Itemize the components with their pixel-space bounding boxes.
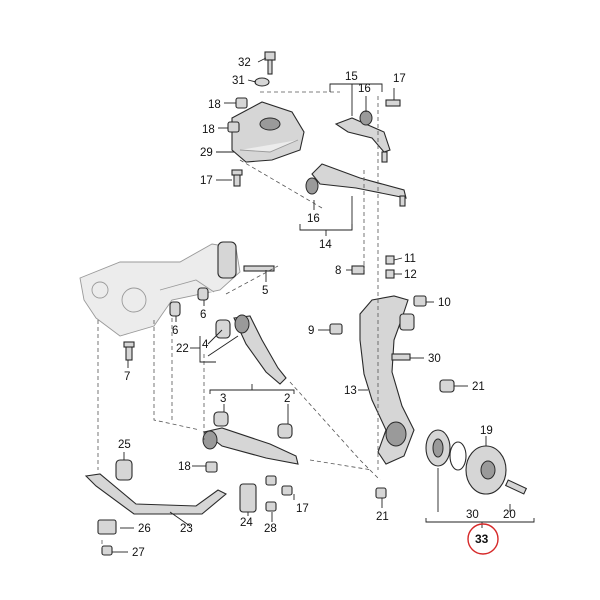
callout-33: 33 [475, 532, 489, 546]
callout-31: 31 [232, 75, 245, 87]
balljoint [399, 313, 415, 331]
callout-15: 15 [345, 71, 358, 83]
strut-mount-29 [231, 101, 305, 163]
nut-9 [329, 323, 343, 335]
callout-18: 18 [202, 124, 215, 136]
lower-arm-22 [233, 314, 287, 385]
wheel-bearing-housing-13 [359, 295, 415, 465]
hub-bolt-20 [504, 479, 528, 495]
callout-16: 16 [358, 83, 371, 95]
callout-5: 5 [262, 285, 268, 297]
callout-30: 30 [466, 509, 479, 521]
leader-lines [112, 57, 535, 553]
callout-16: 16 [307, 213, 320, 225]
callout-25: 25 [118, 439, 131, 451]
callout-17: 17 [200, 175, 213, 187]
callout-32: 32 [238, 57, 251, 69]
callout-21: 21 [376, 511, 389, 523]
callout-28: 28 [264, 523, 277, 535]
lower-arm-3 [202, 411, 299, 465]
highlight-circle [467, 523, 499, 555]
callout-21: 21 [472, 381, 485, 393]
nut-18-c [205, 461, 218, 473]
callout-18: 18 [208, 99, 221, 111]
callout-7: 7 [124, 371, 130, 383]
callout-17: 17 [393, 73, 406, 85]
callout-30: 30 [428, 353, 441, 365]
snap-ring [449, 441, 467, 471]
bushing-6 [169, 287, 209, 317]
callout-29: 29 [200, 147, 213, 159]
callout-3: 3 [220, 393, 226, 405]
callout-labels: 32 31 18 18 29 17 15 16 17 16 14 8 11 12… [118, 57, 516, 559]
bolt-17-b [385, 99, 401, 107]
nut-10 [413, 295, 427, 307]
callout-23: 23 [180, 523, 193, 535]
callout-13: 13 [344, 385, 357, 397]
dashed-reference-lines [97, 91, 381, 548]
callout-10: 10 [438, 297, 451, 309]
callout-26: 26 [138, 523, 151, 535]
nut-21-b [375, 487, 387, 499]
nut-18-a [235, 97, 248, 109]
wheel-bearing-30 [425, 429, 451, 467]
callout-14: 14 [319, 239, 332, 251]
nut-18-b [227, 121, 240, 133]
subframe [79, 241, 241, 337]
upper-arm-14 [305, 163, 407, 207]
callout-22: 22 [176, 343, 189, 355]
callout-20: 20 [503, 509, 516, 521]
callout-4: 4 [202, 339, 209, 351]
washer-31 [254, 77, 270, 87]
callout-9: 9 [308, 325, 314, 337]
callout-2: 2 [284, 393, 290, 405]
callout-8: 8 [335, 265, 341, 277]
callout-12: 12 [404, 269, 417, 281]
callout-27: 27 [132, 547, 145, 559]
callout-19: 19 [480, 425, 493, 437]
stabilizer-bar-23 [84, 459, 227, 556]
bolt-17-a [231, 169, 243, 187]
callout-11: 11 [404, 253, 416, 265]
bolt-7 [123, 341, 135, 361]
bolt-11-12-8 [351, 255, 395, 279]
bolts-28 [265, 475, 293, 512]
bushing-4 [215, 319, 231, 339]
callout-6: 6 [200, 309, 206, 321]
callout-6: 6 [172, 325, 178, 337]
bolt-32 [264, 51, 276, 75]
callout-17: 17 [296, 503, 309, 515]
nut-21-a [439, 379, 455, 393]
callout-18: 18 [178, 461, 191, 473]
bolt-5 [243, 265, 275, 272]
callout-24: 24 [240, 517, 253, 529]
bolt-30-a [391, 353, 411, 361]
stabilizer-link-24 [239, 483, 257, 513]
wheel-hub-19 [465, 445, 507, 495]
upper-arm-15 [334, 110, 391, 163]
